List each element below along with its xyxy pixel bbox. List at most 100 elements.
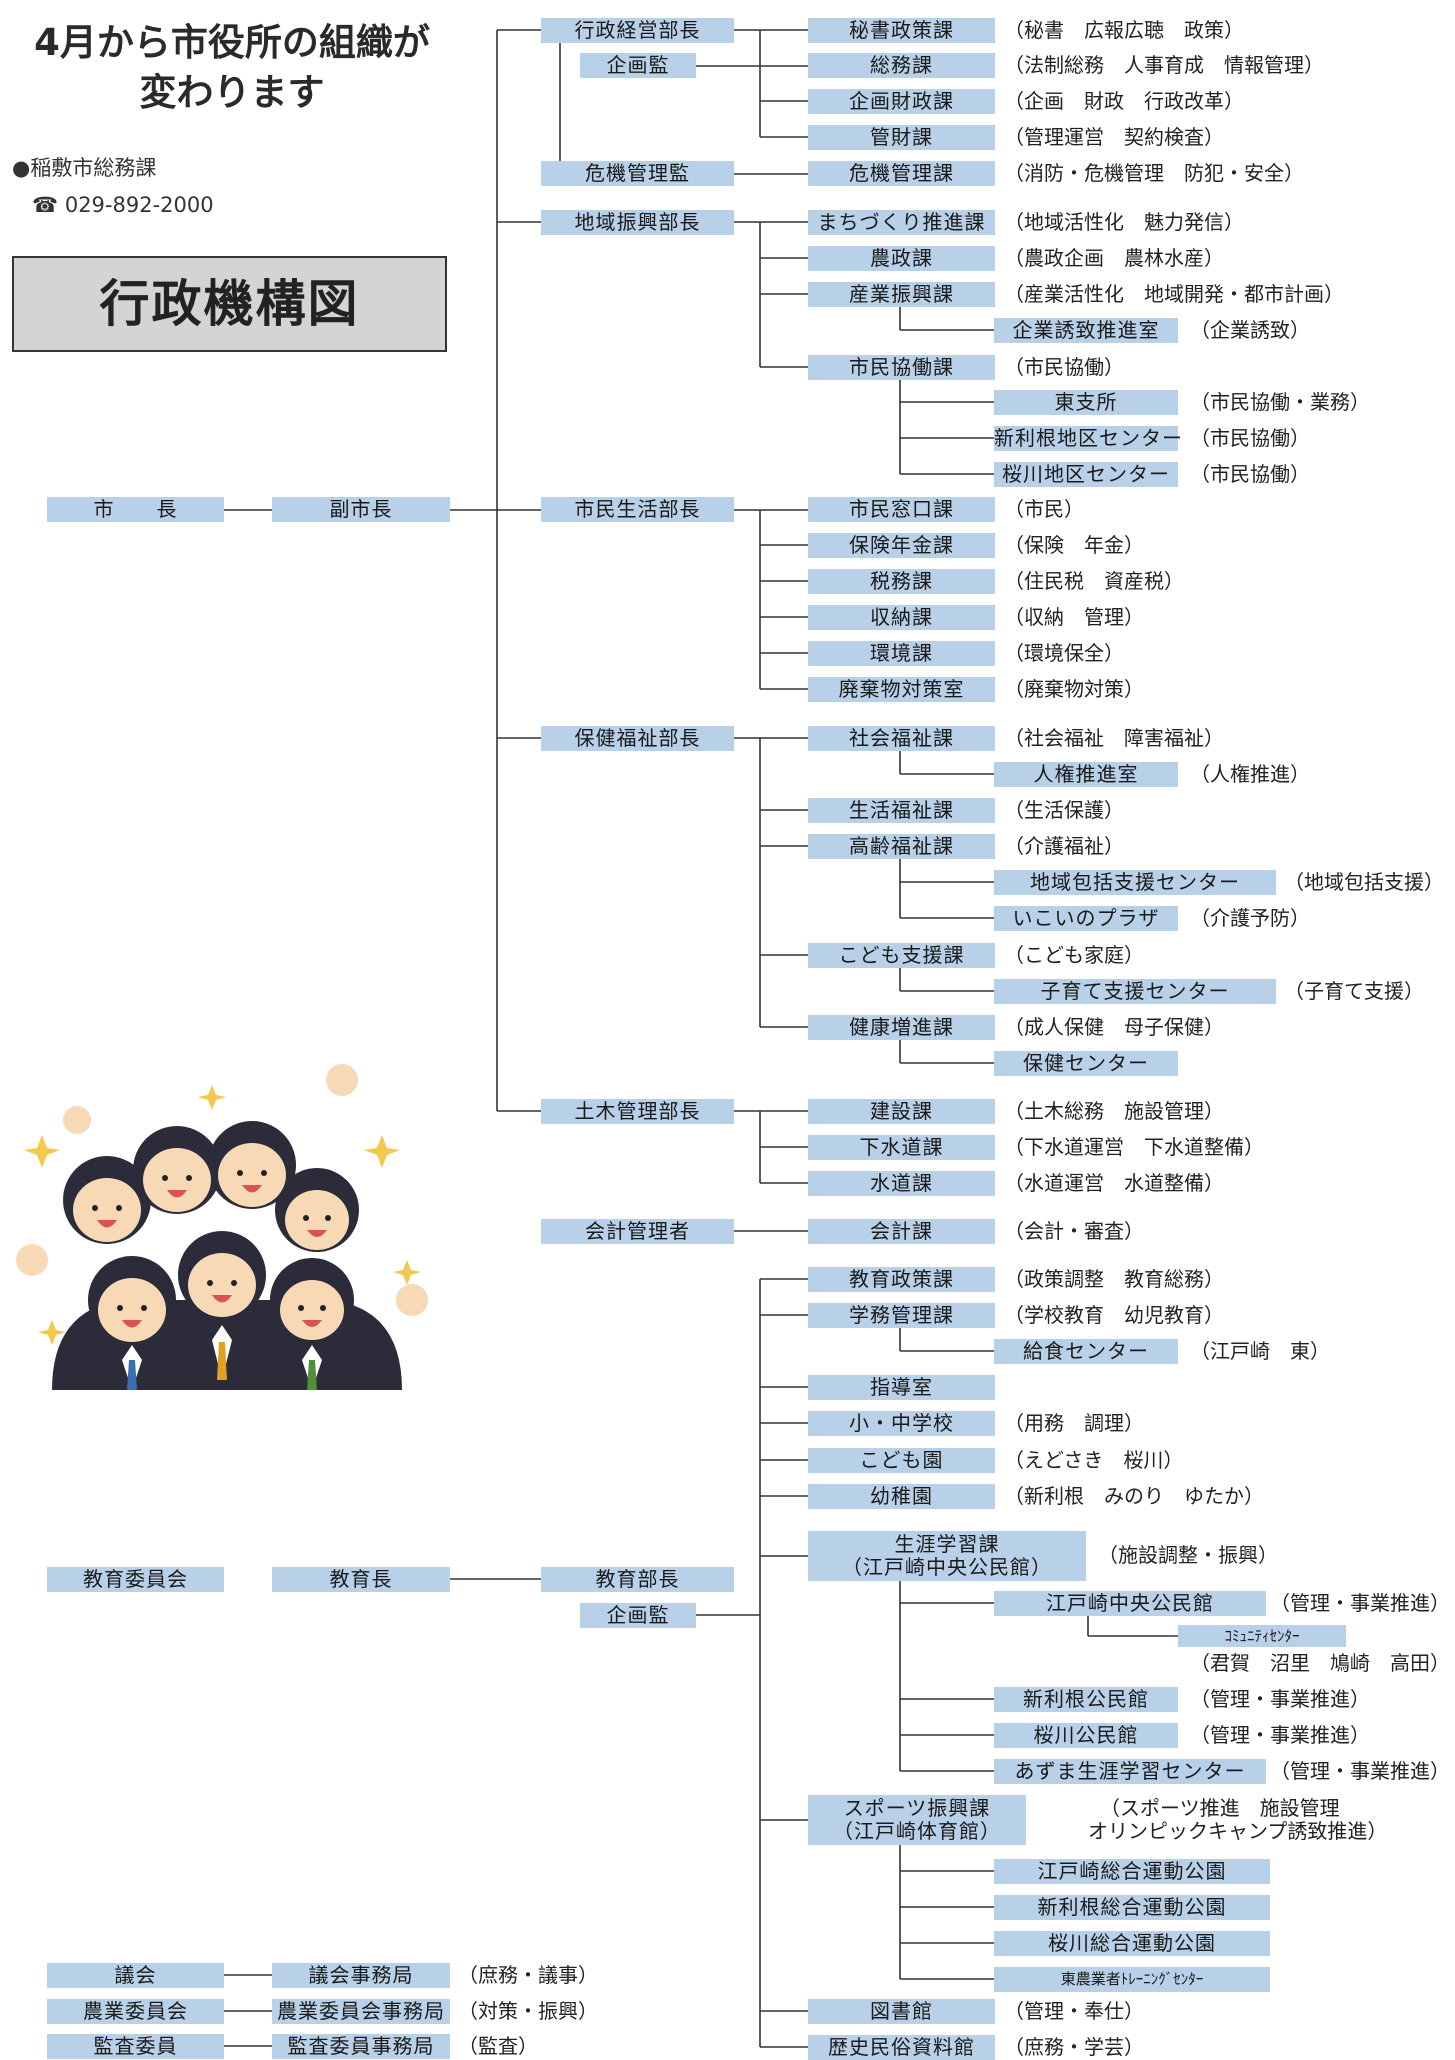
page-title-line2: 変わります: [139, 71, 325, 114]
section-sports-line1: スポーツ振興課: [843, 1796, 991, 1820]
subunit-box: 新利根地区センター: [994, 426, 1183, 451]
contact-phone: ☎ 029-892-2000: [32, 193, 214, 217]
subunit-box: 企業誘致推進室: [994, 318, 1178, 343]
section-desc: （介護福祉）: [1004, 834, 1124, 858]
section-box: 図書館: [808, 1999, 995, 2024]
dept-kikaku: 企画監: [580, 53, 696, 78]
section-shogai-desc: （施設調整・振興）: [1098, 1543, 1278, 1567]
section-shogai-line1: 生涯学習課: [894, 1532, 1000, 1556]
section-sports-line2: （江戸崎体育館）: [833, 1819, 1001, 1843]
section-box: 学務管理課: [808, 1303, 995, 1328]
section-desc: （消防・危機管理 防犯・安全）: [1004, 161, 1304, 185]
section-desc: （新利根 みのり ゆたか）: [1004, 1484, 1264, 1508]
subunit-box: 東農業者ﾄﾚｰﾆﾝｸﾞｾﾝﾀｰ: [994, 1967, 1270, 1992]
subunit-desc: （子育て支援）: [1284, 979, 1424, 1003]
section-desc: （会計・審査）: [1004, 1219, 1144, 1243]
dept-doboku: 土木管理部長: [541, 1099, 734, 1124]
section-box: 幼稚園: [808, 1484, 995, 1509]
page-title: 4月から市役所の組織が 変わります: [12, 18, 452, 118]
subunit-box: いこいのプラザ: [994, 906, 1178, 931]
subunit-box: 桜川総合運動公園: [994, 1931, 1270, 1956]
subunit-desc: （市民協働）: [1190, 462, 1310, 486]
subunit-box: 保健センター: [994, 1051, 1178, 1076]
section-desc: （産業活性化 地域開発・都市計画）: [1004, 282, 1344, 306]
assembly-office-box: 議会事務局: [272, 1963, 450, 1988]
subunit-box: 桜川公民館: [994, 1723, 1178, 1748]
section-desc: （市民協働）: [1004, 355, 1124, 379]
section-box: 税務課: [808, 569, 995, 594]
subunit-box: 人権推進室: [994, 762, 1178, 787]
section-desc: （下水道運営 下水道整備）: [1004, 1135, 1264, 1159]
section-box: 会計課: [808, 1219, 995, 1244]
contact-info: ●稲敷市総務課 ☎ 029-892-2000: [12, 150, 214, 224]
section-box: 収納課: [808, 605, 995, 630]
subunit-box: 地域包括支援センター: [994, 870, 1276, 895]
section-box: 小・中学校: [808, 1411, 995, 1436]
subunit-box: 新利根公民館: [994, 1687, 1178, 1712]
audit-desc: （監査）: [458, 2034, 538, 2058]
subunit-box: 桜川地区センター: [994, 462, 1178, 487]
subunit-box: 子育て支援センター: [994, 979, 1276, 1004]
section-box: 市民窓口課: [808, 497, 995, 522]
section-desc: （成人保健 母子保健）: [1004, 1015, 1224, 1039]
subunit-desc: （市民協働・業務）: [1190, 390, 1370, 414]
section-desc: （市民）: [1004, 497, 1084, 521]
section-desc: （管理運営 契約検査）: [1004, 125, 1224, 149]
section-box: まちづくり推進課: [808, 210, 995, 235]
audit-committee-box: 監査委員: [47, 2034, 224, 2059]
superintendent-box: 教育長: [272, 1567, 450, 1592]
section-box: 環境課: [808, 641, 995, 666]
subunit-desc: （管理・事業推進）: [1270, 1591, 1450, 1615]
agri-office-box: 農業委員会事務局: [272, 1999, 450, 2024]
vice-mayor-box: 副市長: [272, 497, 450, 522]
section-box: 指導室: [808, 1375, 995, 1400]
subunit-box: 江戸崎中央公民館: [994, 1591, 1266, 1616]
section-desc: （法制総務 人事育成 情報管理）: [1004, 53, 1324, 77]
section-box: 健康増進課: [808, 1015, 995, 1040]
section-box: 保険年金課: [808, 533, 995, 558]
subunit-desc: （管理・事業推進）: [1190, 1723, 1370, 1747]
subunit-box: 江戸崎総合運動公園: [994, 1859, 1270, 1884]
section-desc: （用務 調理）: [1004, 1411, 1144, 1435]
subunit-desc: （市民協働）: [1190, 426, 1310, 450]
section-desc: （庶務・学芸）: [1004, 2035, 1144, 2059]
section-sports-desc-line2: オリンピックキャンプ誘致推進）: [1088, 1819, 1388, 1843]
section-box: 社会福祉課: [808, 726, 995, 751]
subunit-desc: （人権推進）: [1190, 762, 1310, 786]
page-title-line1: 4月から市役所の組織が: [34, 21, 430, 64]
section-desc: （保険 年金）: [1004, 533, 1144, 557]
section-desc: （管理・奉仕）: [1004, 1999, 1144, 2023]
section-shogai-line2: （江戸崎中央公民館）: [842, 1555, 1052, 1579]
kikou-label: 行政機構図: [12, 256, 447, 352]
section-box: 建設課: [808, 1099, 995, 1124]
dept-kyoiku-kikaku: 企画監: [580, 1603, 696, 1628]
dept-kiki: 危機管理監: [541, 161, 734, 186]
subunit-desc: （介護予防）: [1190, 906, 1310, 930]
subunit-box: ｺﾐｭﾆﾃｨｾﾝﾀｰ: [1178, 1625, 1346, 1647]
section-desc: （水道運営 水道整備）: [1004, 1171, 1224, 1195]
section-box: 管財課: [808, 125, 995, 150]
section-desc: （えどさき 桜川）: [1004, 1448, 1184, 1472]
section-desc: （政策調整 教育総務）: [1004, 1267, 1224, 1291]
section-desc: （秘書 広報広聴 政策）: [1004, 18, 1244, 42]
dept-hoken: 保健福祉部長: [541, 726, 734, 751]
section-desc: （地域活性化 魅力発信）: [1004, 210, 1244, 234]
section-box: 水道課: [808, 1171, 995, 1196]
dept-kaikei: 会計管理者: [541, 1219, 734, 1244]
subunit-box: あずま生涯学習センター: [994, 1759, 1266, 1784]
section-sports-desc-line1: （スポーツ推進 施設管理: [1100, 1796, 1340, 1820]
section-box: こども園: [808, 1448, 995, 1473]
section-box: 企画財政課: [808, 89, 995, 114]
section-shogai: 生涯学習課 （江戸崎中央公民館）: [808, 1531, 1086, 1581]
section-desc: （環境保全）: [1004, 641, 1124, 665]
section-desc: （学校教育 幼児教育）: [1004, 1303, 1224, 1327]
assembly-box: 議会: [47, 1963, 224, 1988]
dept-gyosei: 行政経営部長: [541, 18, 734, 43]
subunit-desc: （君賀 沼里 鳩崎 高田）: [1190, 1651, 1450, 1675]
subunit-box: 給食センター: [994, 1339, 1178, 1364]
section-box: 市民協働課: [808, 355, 995, 380]
audit-office-box: 監査委員事務局: [272, 2034, 450, 2059]
section-desc: （こども家庭）: [1004, 943, 1144, 967]
section-desc: （廃棄物対策）: [1004, 677, 1144, 701]
section-desc: （土木総務 施設管理）: [1004, 1099, 1224, 1123]
